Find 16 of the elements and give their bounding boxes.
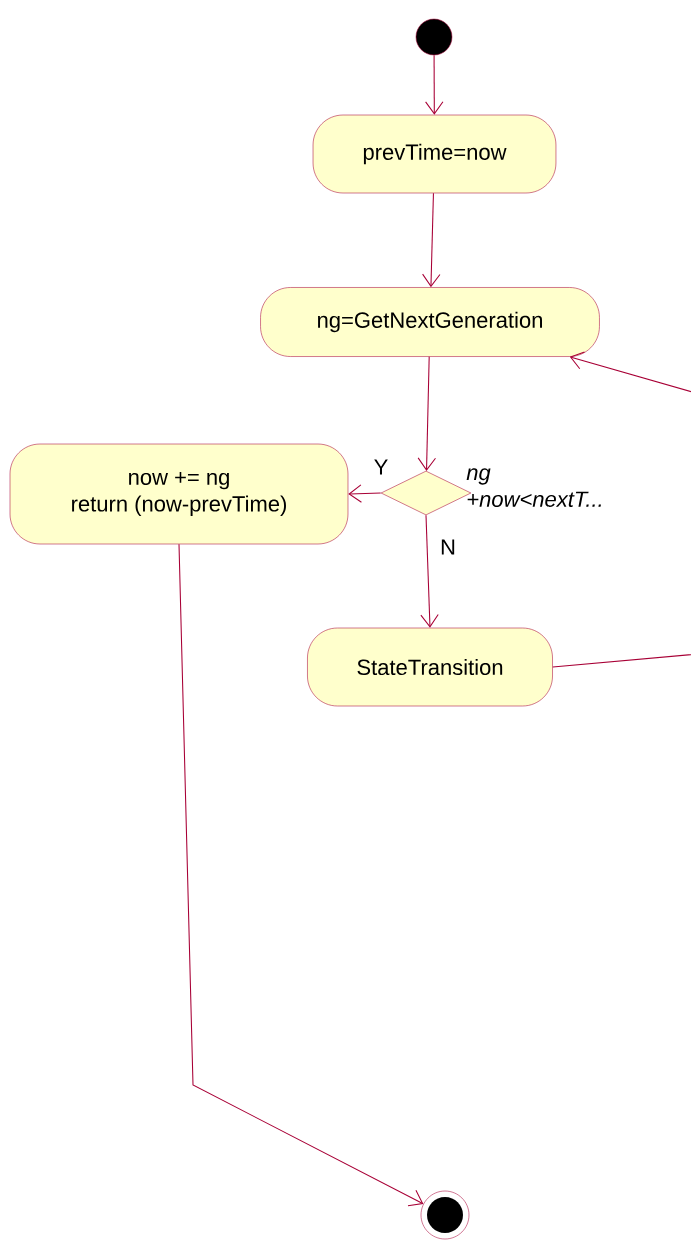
arrow — [422, 192, 441, 288]
edge-label: Y — [372, 458, 390, 476]
initial-node — [415, 18, 453, 56]
arrow — [552, 351, 691, 668]
arrow — [420, 514, 439, 628]
process-box: now += ng return (now-prevTime) — [9, 443, 349, 545]
arrow — [178, 543, 424, 1207]
arrow — [425, 54, 444, 115]
process-box: ng=GetNextGeneration — [260, 287, 600, 357]
arrow — [348, 484, 382, 503]
edge-label: N — [438, 538, 458, 556]
arrow — [417, 356, 436, 471]
process-box: prevTime=now — [312, 114, 557, 194]
final-node — [420, 1190, 470, 1240]
process-box: StateTransition — [307, 627, 553, 707]
guard-label: ng +now<nextT... — [466, 468, 601, 507]
